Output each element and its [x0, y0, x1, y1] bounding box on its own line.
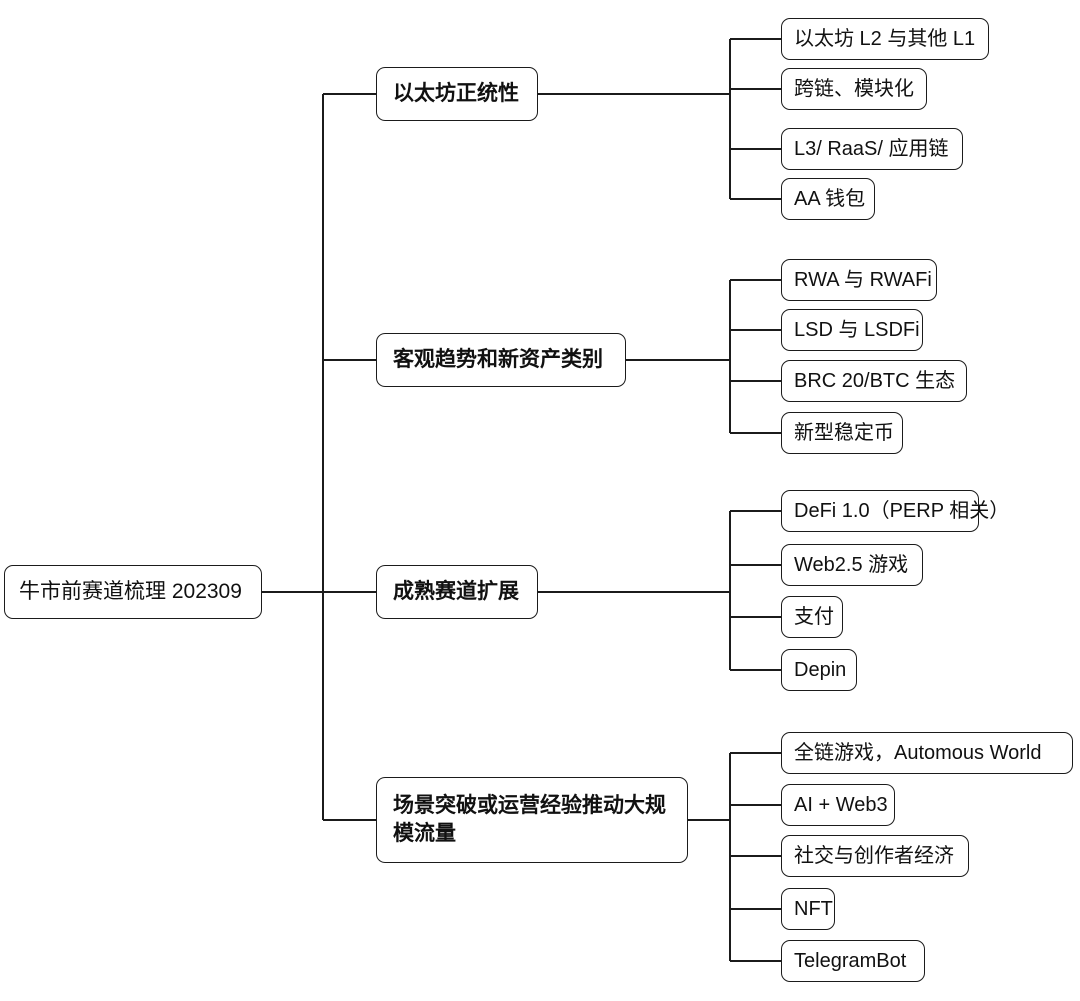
node-label: 跨链、模块化 [794, 77, 914, 100]
node-label: AI + Web3 [794, 793, 888, 816]
node-label: LSD 与 LSDFi [794, 318, 920, 341]
leaf-node-1-0[interactable]: RWA 与 RWAFi [781, 259, 937, 301]
node-label: NFT [794, 897, 833, 920]
node-label: RWA 与 RWAFi [794, 268, 932, 291]
branch-node-0[interactable]: 以太坊正统性 [376, 67, 538, 121]
leaf-node-0-1[interactable]: 跨链、模块化 [781, 68, 927, 110]
leaf-node-2-3[interactable]: Depin [781, 649, 857, 691]
node-label: 牛市前赛道梳理 202309 [19, 580, 242, 604]
leaf-node-2-2[interactable]: 支付 [781, 596, 843, 638]
node-label: 全链游戏，Automous World [794, 741, 1042, 764]
branch-node-2[interactable]: 成熟赛道扩展 [376, 565, 538, 619]
leaf-node-2-0[interactable]: DeFi 1.0（PERP 相关） [781, 490, 1010, 532]
node-label: Web2.5 游戏 [794, 553, 909, 576]
leaf-node-0-0[interactable]: 以太坊 L2 与其他 L1 [781, 18, 989, 60]
branch-node-1[interactable]: 客观趋势和新资产类别 [376, 333, 626, 387]
node-label: DeFi 1.0（PERP 相关） [794, 499, 1010, 522]
leaf-node-3-4[interactable]: TelegramBot [781, 940, 925, 982]
leaf-node-0-2[interactable]: L3/ RaaS/ 应用链 [781, 128, 963, 170]
node-label: 以太坊 L2 与其他 L1 [794, 27, 976, 50]
node-label: 场景突破或运营经验推动大规 模流量 [393, 794, 666, 845]
node-label: AA 钱包 [794, 187, 866, 210]
node-label: 成熟赛道扩展 [393, 580, 519, 604]
leaf-node-1-2[interactable]: BRC 20/BTC 生态 [781, 360, 967, 402]
node-label: 支付 [794, 605, 834, 628]
leaf-node-3-0[interactable]: 全链游戏，Automous World [781, 732, 1073, 774]
leaf-node-2-1[interactable]: Web2.5 游戏 [781, 544, 923, 586]
root-node[interactable]: 牛市前赛道梳理 202309 [4, 565, 262, 619]
node-label: BRC 20/BTC 生态 [794, 369, 956, 392]
node-label: 以太坊正统性 [393, 82, 519, 106]
leaf-node-0-3[interactable]: AA 钱包 [781, 178, 875, 220]
node-label: 客观趋势和新资产类别 [393, 348, 603, 372]
branch-node-3[interactable]: 场景突破或运营经验推动大规 模流量 [376, 777, 688, 863]
node-label: L3/ RaaS/ 应用链 [794, 137, 949, 160]
leaf-node-1-3[interactable]: 新型稳定币 [781, 412, 903, 454]
node-label: TelegramBot [794, 949, 907, 972]
node-label: Depin [794, 658, 847, 681]
leaf-node-3-1[interactable]: AI + Web3 [781, 784, 895, 826]
node-label: 社交与创作者经济 [794, 844, 954, 867]
leaf-node-1-1[interactable]: LSD 与 LSDFi [781, 309, 923, 351]
node-label: 新型稳定币 [794, 421, 894, 444]
leaf-node-3-2[interactable]: 社交与创作者经济 [781, 835, 969, 877]
leaf-node-3-3[interactable]: NFT [781, 888, 835, 930]
